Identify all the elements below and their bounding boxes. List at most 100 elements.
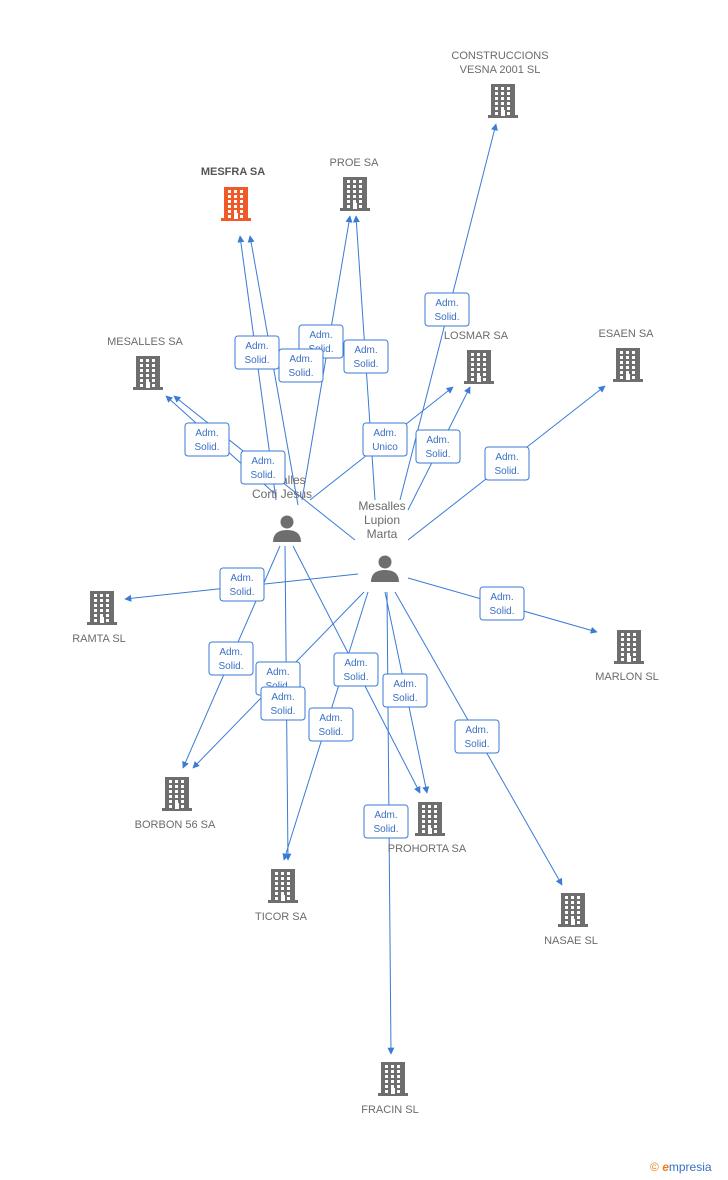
node-label: Mesalles xyxy=(358,499,405,513)
relation-text: Adm. xyxy=(490,592,513,603)
relation-label[interactable]: Adm.Solid. xyxy=(415,429,461,464)
relation-text: Solid. xyxy=(353,359,378,370)
relation-label[interactable]: Adm. Solid. xyxy=(343,339,389,374)
relation-text: Solid. xyxy=(194,442,219,453)
relation-label[interactable]: Adm.Solid. xyxy=(454,719,500,754)
relation-label[interactable]: Adm. Solid. xyxy=(240,450,286,485)
relation-text: Adm. xyxy=(195,428,218,439)
relation-label[interactable]: Adm.Solid. xyxy=(484,446,530,481)
relation-label[interactable]: Adm. Solid. xyxy=(219,567,265,602)
node-label: MARLON SL xyxy=(595,671,659,683)
relation-label[interactable]: Adm. Solid. xyxy=(479,586,525,621)
node-label: PROHORTA SA xyxy=(388,843,467,855)
building-icon xyxy=(87,591,117,625)
building-icon xyxy=(614,630,644,664)
relation-text: Solid. xyxy=(244,355,269,366)
node-label: ESAEN SA xyxy=(598,328,654,340)
relation-text: Adm. xyxy=(251,456,274,467)
relation-text: Solid. xyxy=(288,368,313,379)
relation-label[interactable]: Adm.Solid. xyxy=(333,652,379,687)
company-node-esaen[interactable]: ESAEN SA xyxy=(598,328,654,382)
relation-label[interactable]: Adm. Solid. xyxy=(308,707,354,742)
building-icon xyxy=(268,869,298,903)
company-node-mesalles_sa[interactable]: MESALLES SA xyxy=(107,336,184,390)
brand-logo-letter: e xyxy=(662,1160,669,1174)
relation-label[interactable]: Adm. Unico xyxy=(362,422,408,457)
company-node-marlon[interactable]: MARLON SL xyxy=(595,630,659,683)
relation-text: Adm. xyxy=(393,679,416,690)
relation-label[interactable]: Adm. Solid. xyxy=(278,348,324,383)
building-icon xyxy=(340,177,370,211)
company-node-fracin[interactable]: FRACIN SL xyxy=(361,1062,419,1116)
relation-text: Adm. xyxy=(309,330,332,341)
relation-text: Solid. xyxy=(392,693,417,704)
node-label: LOSMAR SA xyxy=(444,330,509,342)
company-node-losmar[interactable]: LOSMAR SA xyxy=(444,330,509,384)
relation-text: Adm. xyxy=(271,692,294,703)
node-label: MESFRA SA xyxy=(201,166,265,178)
relation-text: Adm. xyxy=(289,354,312,365)
relation-text: Adm. xyxy=(435,298,458,309)
node-label: Marta xyxy=(367,527,398,541)
relation-text: Solid. xyxy=(343,672,368,683)
relation-text: Adm. xyxy=(374,810,397,821)
relation-text: Solid. xyxy=(373,824,398,835)
relation-text: Adm. xyxy=(266,667,289,678)
relation-text: Solid. xyxy=(218,661,243,672)
relation-text: Unico xyxy=(372,442,398,453)
company-node-ticor[interactable]: TICOR SA xyxy=(255,869,308,923)
company-node-ramta[interactable]: RAMTA SL xyxy=(72,591,126,645)
relation-text: Adm. xyxy=(354,345,377,356)
node-label: NASAE SL xyxy=(544,935,598,947)
relation-text: Solid. xyxy=(489,606,514,617)
building-icon xyxy=(415,802,445,836)
company-node-nasae[interactable]: NASAE SL xyxy=(544,893,598,947)
node-label: RAMTA SL xyxy=(72,633,126,645)
building-icon xyxy=(221,187,251,221)
relation-label[interactable]: Adm.Solid. xyxy=(424,292,470,327)
relation-label[interactable]: Adm. Solid. xyxy=(363,804,409,839)
edges-layer xyxy=(124,123,606,1055)
company-node-prohorta[interactable]: PROHORTA SA xyxy=(388,802,467,855)
node-label: PROE SA xyxy=(330,157,380,169)
relation-text: Adm. xyxy=(319,713,342,724)
building-icon xyxy=(558,893,588,927)
node-label: MESALLES SA xyxy=(107,336,183,348)
company-node-borbon[interactable]: BORBON 56 SA xyxy=(135,777,216,831)
relation-text: Solid. xyxy=(464,739,489,750)
building-icon xyxy=(133,356,163,390)
relation-text: Solid. xyxy=(318,727,343,738)
building-icon xyxy=(464,350,494,384)
relation-text: Solid. xyxy=(229,587,254,598)
relation-text: Solid. xyxy=(250,470,275,481)
node-label: Corti Jesus xyxy=(252,487,312,501)
relation-label[interactable]: Adm. Solid. xyxy=(260,686,306,721)
relation-text: Solid. xyxy=(270,706,295,717)
person-icon xyxy=(371,555,399,582)
relation-text: Adm. xyxy=(230,573,253,584)
relation-label[interactable]: Adm. Solid. xyxy=(208,641,254,676)
empresia-brand[interactable]: © empresia xyxy=(650,1160,712,1174)
node-label: Lupion xyxy=(364,513,400,527)
relation-text: Adm. xyxy=(373,428,396,439)
node-label: FRACIN SL xyxy=(361,1104,418,1116)
person-icon xyxy=(273,515,301,542)
relation-label[interactable]: Adm. Solid. xyxy=(234,335,280,370)
relation-label[interactable]: Adm. Solid. xyxy=(184,422,230,457)
relation-label[interactable]: Adm. Solid. xyxy=(382,673,428,708)
relation-text: Adm. xyxy=(426,435,449,446)
node-label: BORBON 56 SA xyxy=(135,819,216,831)
node-label: CONSTRUCCIONS xyxy=(451,50,548,62)
company-node-proe[interactable]: PROE SA xyxy=(330,157,380,211)
company-node-mesfra[interactable]: MESFRA SA xyxy=(201,166,265,221)
node-label: TICOR SA xyxy=(255,911,308,923)
relation-text: Adm. xyxy=(219,647,242,658)
relation-text: Adm. xyxy=(245,341,268,352)
building-icon xyxy=(488,84,518,118)
relation-text: Solid. xyxy=(494,466,519,477)
relation-edge xyxy=(247,235,299,506)
